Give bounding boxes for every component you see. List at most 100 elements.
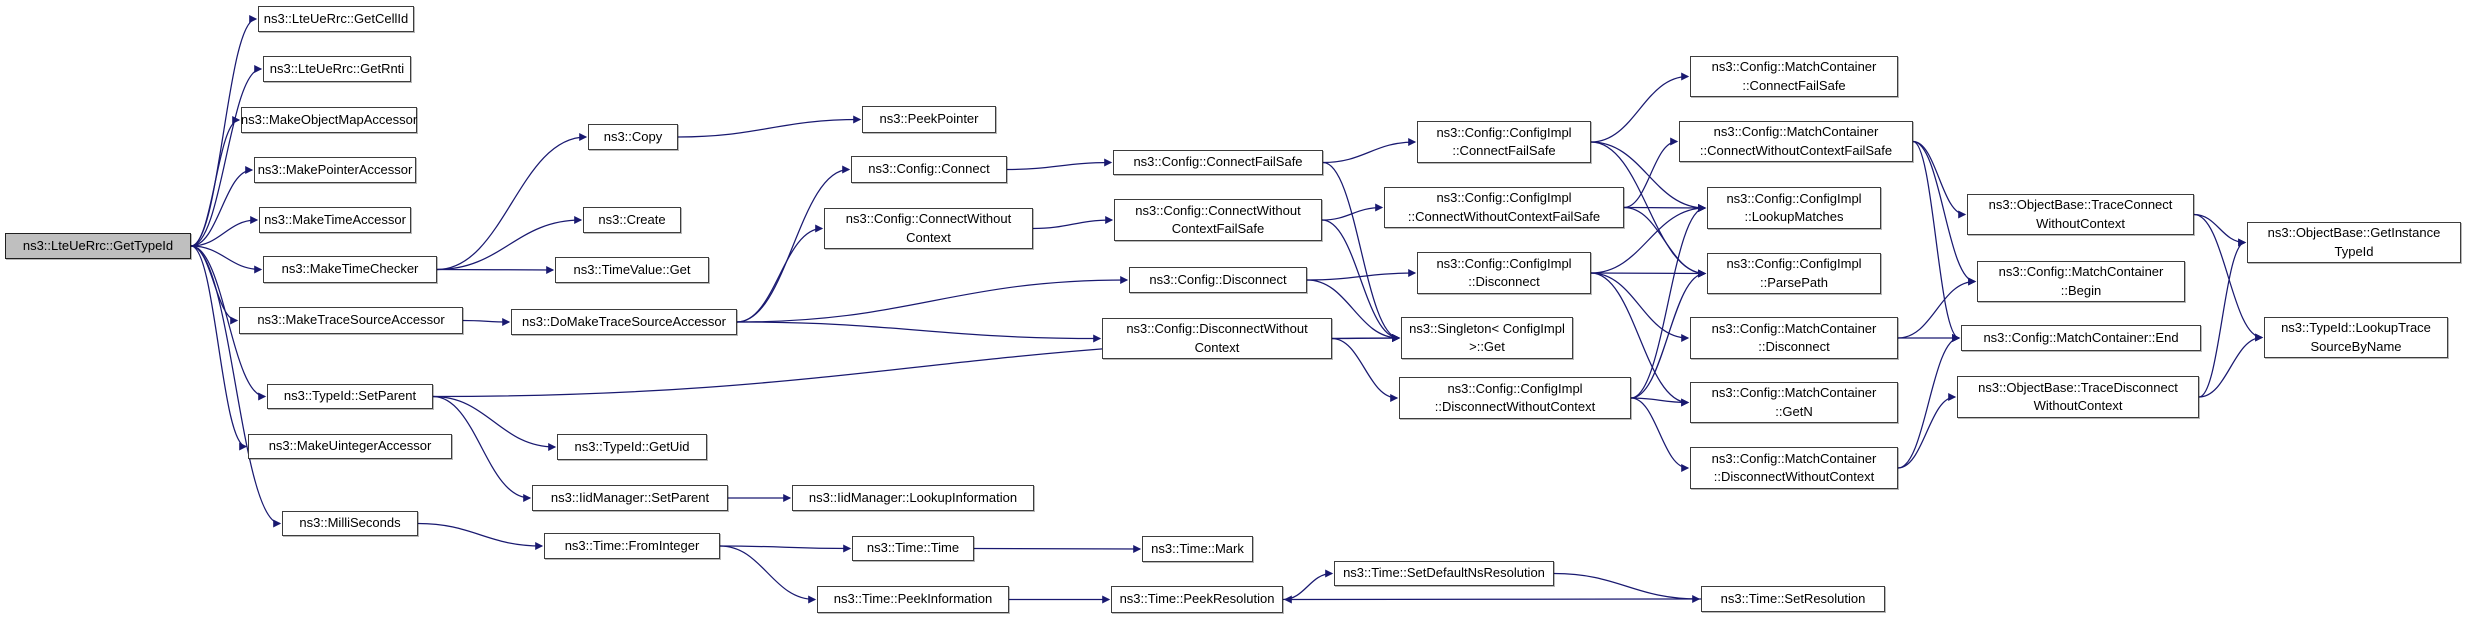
node-label: ns3::ObjectBase::TraceConnect: [1988, 197, 2173, 213]
edge-root-makeuint: [190, 245, 248, 451]
edge-implconnfs-mcconnfs: [1590, 72, 1690, 143]
node-timepeekinfo[interactable]: ns3::Time::PeekInformation: [817, 586, 1009, 613]
edge-setparent-iidsetparent: [432, 395, 532, 502]
node-label: ns3::Time::PeekInformation: [833, 591, 993, 607]
node-cfgdisc[interactable]: ns3::Config::Disconnect: [1129, 267, 1307, 293]
node-mcconnwoctxfs[interactable]: ns3::Config::MatchContainer::ConnectWith…: [1679, 121, 1913, 162]
edge-cfgdisc-impldisc: [1306, 269, 1417, 281]
node-makeuint[interactable]: ns3::MakeUintegerAccessor: [248, 434, 452, 459]
node-implconnfs[interactable]: ns3::Config::ConfigImpl::ConnectFailSafe: [1417, 121, 1591, 163]
node-mcdisc[interactable]: ns3::Config::MatchContainer::Disconnect: [1690, 317, 1898, 359]
node-timepeekres[interactable]: ns3::Time::PeekResolution: [1111, 586, 1283, 613]
node-label: ns3::Time::SetResolution: [1720, 590, 1866, 606]
edge-domaketrace-cfgconnwoctx: [736, 224, 824, 323]
edge-mcdisc-mcbegin: [1897, 277, 1977, 339]
node-maketimechk[interactable]: ns3::MakeTimeChecker: [263, 256, 437, 283]
edge-cfgconnwoctx-cfgconnwoctxfs: [1032, 216, 1114, 230]
node-mcbegin[interactable]: ns3::Config::MatchContainer::Begin: [1977, 261, 2185, 302]
node-label: ns3::TypeId::GetUid: [574, 438, 690, 454]
node-mcgetn[interactable]: ns3::Config::MatchContainer::GetN: [1690, 382, 1898, 423]
node-implparse[interactable]: ns3::Config::ConfigImpl::ParsePath: [1707, 253, 1881, 294]
node-label: ns3::IidManager::LookupInformation: [808, 489, 1018, 505]
edge-root-maketimeacc: [190, 216, 259, 247]
node-getcellid[interactable]: ns3::LteUeRrc::GetCellId: [258, 6, 414, 32]
node-makepointer[interactable]: ns3::MakePointerAccessor: [254, 157, 416, 183]
node-label: ns3::MakeTimeChecker: [281, 261, 419, 277]
node-label: ns3::TypeId::LookupTrace: [2281, 320, 2431, 336]
node-label: WithoutContext: [2036, 215, 2125, 231]
node-maketracesrc[interactable]: ns3::MakeTraceSourceAccessor: [239, 307, 463, 334]
node-label: ns3::MakeObjectMapAccessor: [240, 111, 418, 127]
node-label: ::GetN: [1775, 403, 1813, 419]
edge-cfgdiscwoctx-impldiscwoctx: [1331, 337, 1399, 402]
edge-domaketrace-cfgdiscwoctx: [736, 321, 1102, 343]
node-root: ns3::LteUeRrc::GetTypeId: [5, 233, 191, 259]
node-setparent[interactable]: ns3::TypeId::SetParent: [267, 384, 433, 409]
node-timemark[interactable]: ns3::Time::Mark: [1142, 536, 1253, 562]
node-implconnwoctxfs[interactable]: ns3::Config::ConfigImpl::ConnectWithoutC…: [1384, 187, 1624, 228]
edge-cfgconnfs-singletonget: [1322, 161, 1401, 342]
node-singletonget[interactable]: ns3::Singleton< ConfigImpl>::Get: [1401, 317, 1573, 359]
node-label: ns3::Config::ConfigImpl: [1726, 256, 1862, 272]
node-label: ns3::Config::Disconnect: [1149, 271, 1287, 287]
node-cfgconnfs[interactable]: ns3::Config::ConnectFailSafe: [1113, 150, 1323, 175]
node-label: ::DisconnectWithoutContext: [1713, 469, 1875, 484]
edge-impldiscwoctx-impllookup: [1630, 204, 1707, 399]
node-maketimeacc[interactable]: ns3::MakeTimeAccessor: [259, 207, 411, 233]
edge-impldisc-mcdisc: [1590, 272, 1690, 342]
node-peekpointer[interactable]: ns3::PeekPointer: [862, 106, 996, 133]
edge-impldisc-impllookup: [1590, 204, 1707, 274]
edge-domaketrace-cfgdisc: [736, 276, 1129, 323]
node-label: ns3::Config::MatchContainer: [1998, 264, 2164, 280]
node-cfgconnect[interactable]: ns3::Config::Connect: [851, 156, 1007, 183]
node-timevalget[interactable]: ns3::TimeValue::Get: [555, 257, 709, 283]
node-label: ns3::Time::FromInteger: [564, 537, 700, 553]
node-timesetres[interactable]: ns3::Time::SetResolution: [1701, 586, 1885, 612]
node-impldiscwoctx[interactable]: ns3::Config::ConfigImpl::DisconnectWitho…: [1399, 377, 1631, 419]
node-label: ns3::Time::Time: [866, 540, 960, 556]
edge-implconnwoctxfs-mcconnwoctxfs: [1623, 137, 1679, 209]
edge-implconnfs-impllookup: [1590, 141, 1707, 212]
node-label: SourceByName: [2310, 338, 2402, 354]
node-copy[interactable]: ns3::Copy: [588, 124, 678, 150]
node-impldisc[interactable]: ns3::Config::ConfigImpl::Disconnect: [1417, 252, 1591, 294]
node-timefromint[interactable]: ns3::Time::FromInteger: [544, 533, 720, 559]
node-label: ns3::IidManager::SetParent: [550, 489, 710, 505]
node-label: ns3::Config::ConnectWithout: [1135, 202, 1301, 218]
node-create[interactable]: ns3::Create: [583, 207, 681, 233]
node-label: >::Get: [1469, 339, 1505, 354]
node-timetime[interactable]: ns3::Time::Time: [852, 536, 974, 561]
node-timesetdefns[interactable]: ns3::Time::SetDefaultNsResolution: [1334, 561, 1554, 586]
node-label: Context: [906, 229, 951, 245]
node-domaketrace[interactable]: ns3::DoMakeTraceSourceAccessor: [511, 309, 737, 335]
node-label: ::LookupMatches: [1744, 209, 1844, 224]
node-label: ns3::Config::MatchContainer: [1711, 450, 1877, 466]
node-label: ns3::Time::SetDefaultNsResolution: [1343, 565, 1545, 581]
node-label: ns3::Config::ConfigImpl: [1436, 190, 1572, 206]
node-mcend[interactable]: ns3::Config::MatchContainer::End: [1961, 325, 2201, 351]
node-label: WithoutContext: [2033, 398, 2123, 413]
edge-cfgconnect-cfgconnfs: [1006, 158, 1113, 171]
edge-impldiscwoctx-mcgetn: [1630, 397, 1690, 407]
node-mcdiscwoctx[interactable]: ns3::Config::MatchContainer::DisconnectW…: [1690, 447, 1898, 489]
node-label: ns3::Create: [598, 211, 666, 227]
node-getrnti[interactable]: ns3::LteUeRrc::GetRnti: [263, 56, 411, 82]
node-typeidgetuid[interactable]: ns3::TypeId::GetUid: [557, 434, 707, 460]
node-impllookup[interactable]: ns3::Config::ConfigImpl::LookupMatches: [1707, 187, 1881, 229]
node-makeobjectmap[interactable]: ns3::MakeObjectMapAccessor: [241, 107, 417, 133]
node-label: ns3::MakeUintegerAccessor: [268, 438, 432, 454]
node-mcconnfs[interactable]: ns3::Config::MatchContainer::ConnectFail…: [1690, 56, 1898, 97]
node-iidlookupinfo[interactable]: ns3::IidManager::LookupInformation: [792, 485, 1034, 511]
node-millisec[interactable]: ns3::MilliSeconds: [282, 511, 418, 536]
node-iidsetparent[interactable]: ns3::IidManager::SetParent: [532, 485, 728, 511]
edge-implconnwoctxfs-impllookup: [1623, 203, 1707, 212]
